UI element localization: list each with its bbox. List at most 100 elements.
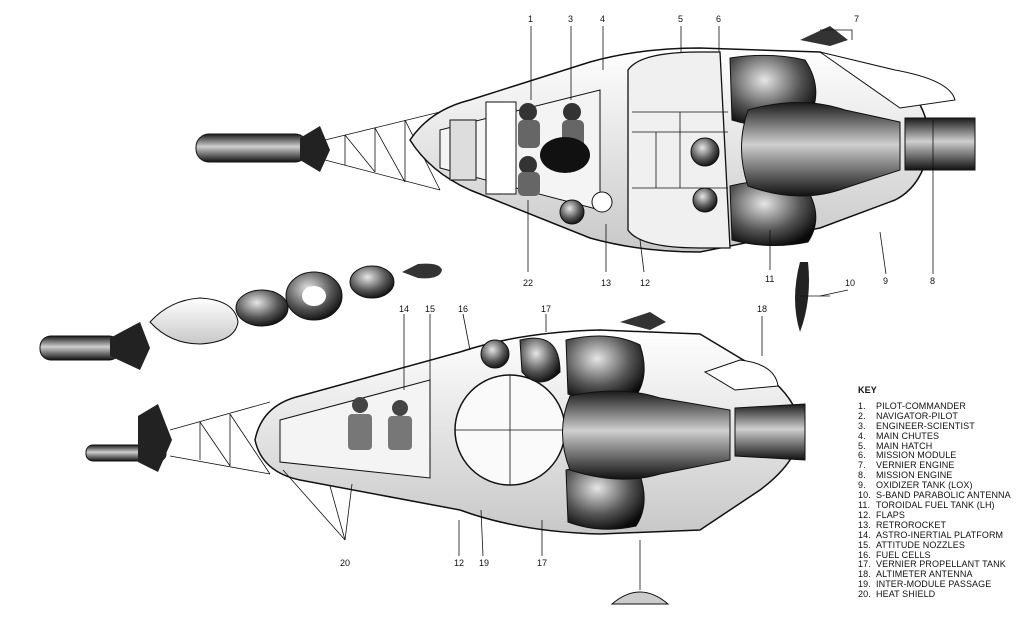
callout-3: 3 (568, 14, 573, 24)
key-item: 1. PILOT-COMMANDER (858, 400, 1020, 412)
key-item-number: 7. (858, 460, 866, 471)
seats-bottom (348, 397, 412, 450)
key-item-label: VERNIER ENGINE (876, 460, 955, 471)
leader-lines (282, 26, 934, 557)
key-item-number: 14. (858, 529, 871, 540)
mission-engine-bell (741, 102, 901, 197)
key-item-number: 11. (858, 499, 871, 510)
key-item: 11. TOROIDAL FUEL TANK (LH) (858, 499, 1020, 511)
key-item: 12. FLAPS (858, 509, 1020, 521)
key-item-label: MISSION MODULE (876, 450, 957, 461)
module-grid (632, 111, 728, 189)
altimeter-antenna (703, 359, 779, 391)
callout-17-bottom: 17 (537, 558, 547, 568)
bottom-vehicle (85, 312, 806, 605)
key-item-number: 15. (858, 539, 871, 550)
key-item-number: 17. (858, 559, 871, 570)
exploded-cone (149, 297, 239, 345)
key-item-label: PILOT-COMMANDER (876, 400, 967, 411)
equipment-disc (690, 137, 720, 167)
top-vernier-bottom (620, 312, 666, 330)
vernier-top (800, 26, 848, 46)
key-item-label: ALTIMETER ANTENNA (876, 569, 973, 580)
key-item: 18. ALTIMETER ANTENNA (858, 569, 1020, 580)
key-item-label: ATTITUDE NOZZLES (876, 539, 965, 550)
key-item-label: MAIN CHUTES (876, 430, 940, 441)
key-item-number: 10. (858, 490, 871, 501)
key-item-number: 6. (858, 450, 866, 461)
right-nozzle-bottom (734, 403, 806, 461)
key-item: 19.INTER-MODULE PASSAGE (858, 579, 1020, 590)
probe-fins-bottom (138, 404, 172, 472)
callout-1: 1 (528, 14, 533, 24)
exploded-parts (39, 263, 442, 370)
callout-15: 15 (425, 304, 435, 314)
fuel-cell (480, 339, 510, 369)
key-item-number: 8. (858, 470, 866, 481)
key-item-label: HEAT SHIELD (876, 589, 936, 600)
equipment-disc-2 (692, 187, 718, 213)
s-band-antenna (795, 262, 809, 332)
key-item-number: 5. (858, 440, 866, 451)
top-vehicle (195, 26, 976, 332)
callout-12-top: 12 (640, 278, 650, 288)
key-item-label: FLAPS (876, 509, 906, 520)
key-item-number: 4. (858, 430, 866, 441)
exploded-fins (110, 322, 150, 370)
key-item: 10. S-BAND PARABOLIC ANTENNA (858, 490, 1020, 501)
probe-fins (300, 126, 330, 172)
key-item-number: 3. (858, 420, 866, 431)
key-item-number: 20. (858, 589, 871, 600)
key-item: 20. HEAT SHIELD (858, 589, 1020, 600)
exploded-dome (349, 265, 395, 299)
lower-dish (610, 591, 670, 605)
probe-boom (195, 133, 309, 163)
retrorocket-sphere (559, 199, 585, 225)
key-item-label: S-BAND PARABOLIC ANTENNA (876, 490, 1011, 501)
callout-12-bottom: 12 (454, 558, 464, 568)
callout-14: 14 (399, 304, 409, 314)
right-nozzle (904, 117, 976, 171)
callout-19: 19 (479, 558, 489, 568)
callout-20: 20 (340, 558, 350, 568)
key-item-number: 9. (858, 480, 866, 491)
callout-6: 6 (716, 14, 721, 24)
key-item-label: TOROIDAL FUEL TANK (LH) (876, 499, 995, 510)
key-item-number: 1. (858, 400, 866, 411)
key-item-label: INTER-MODULE PASSAGE (876, 579, 992, 590)
sphere-small (591, 191, 613, 213)
key-item-number: 13. (858, 519, 871, 530)
key-item: 9.OXIDIZER TANK (LOX) (858, 480, 1020, 491)
exploded-chute (402, 263, 442, 279)
callouts-top: 1 3 4 5 6 7 8 9 10 11 12 13 22 (523, 14, 935, 288)
exploded-torus-2-hole (302, 286, 326, 306)
key-item-label: RETROROCKET (876, 519, 947, 530)
truss (324, 111, 441, 191)
key-item: 2.NAVIGATOR-PILOT (858, 410, 1020, 422)
key-item: 17.VERNIER PROPELLANT TANK (858, 559, 1020, 570)
callout-9: 9 (883, 276, 888, 286)
key-item: 15. ATTITUDE NOZZLES (858, 539, 1020, 551)
key-item: 5. MAIN HATCH (858, 440, 1020, 452)
key-title: KEY (858, 385, 877, 395)
key-item-label: ASTRO-INERTIAL PLATFORM (876, 529, 1004, 540)
callout-16: 16 (458, 304, 468, 314)
key-item-number: 18. (858, 569, 871, 580)
key-item-label: MAIN HATCH (876, 440, 933, 451)
key-item-number: 12. (858, 509, 871, 520)
dark-ring (540, 137, 590, 173)
key-item: 3. ENGINEER-SCIENTIST (858, 420, 1020, 432)
callout-17-top: 17 (541, 304, 551, 314)
key-item-label: ENGINEER-SCIENTIST (876, 420, 975, 431)
exploded-torus-1 (235, 289, 289, 327)
key-item: 14. ASTRO-INERTIAL PLATFORM (858, 529, 1020, 541)
upper-flap (819, 51, 956, 109)
key-item-number: 2. (858, 410, 866, 421)
callout-4: 4 (600, 14, 605, 24)
vernier-propellant-tank (519, 337, 561, 383)
callout-18: 18 (757, 304, 767, 314)
hatch-panel (449, 119, 477, 181)
